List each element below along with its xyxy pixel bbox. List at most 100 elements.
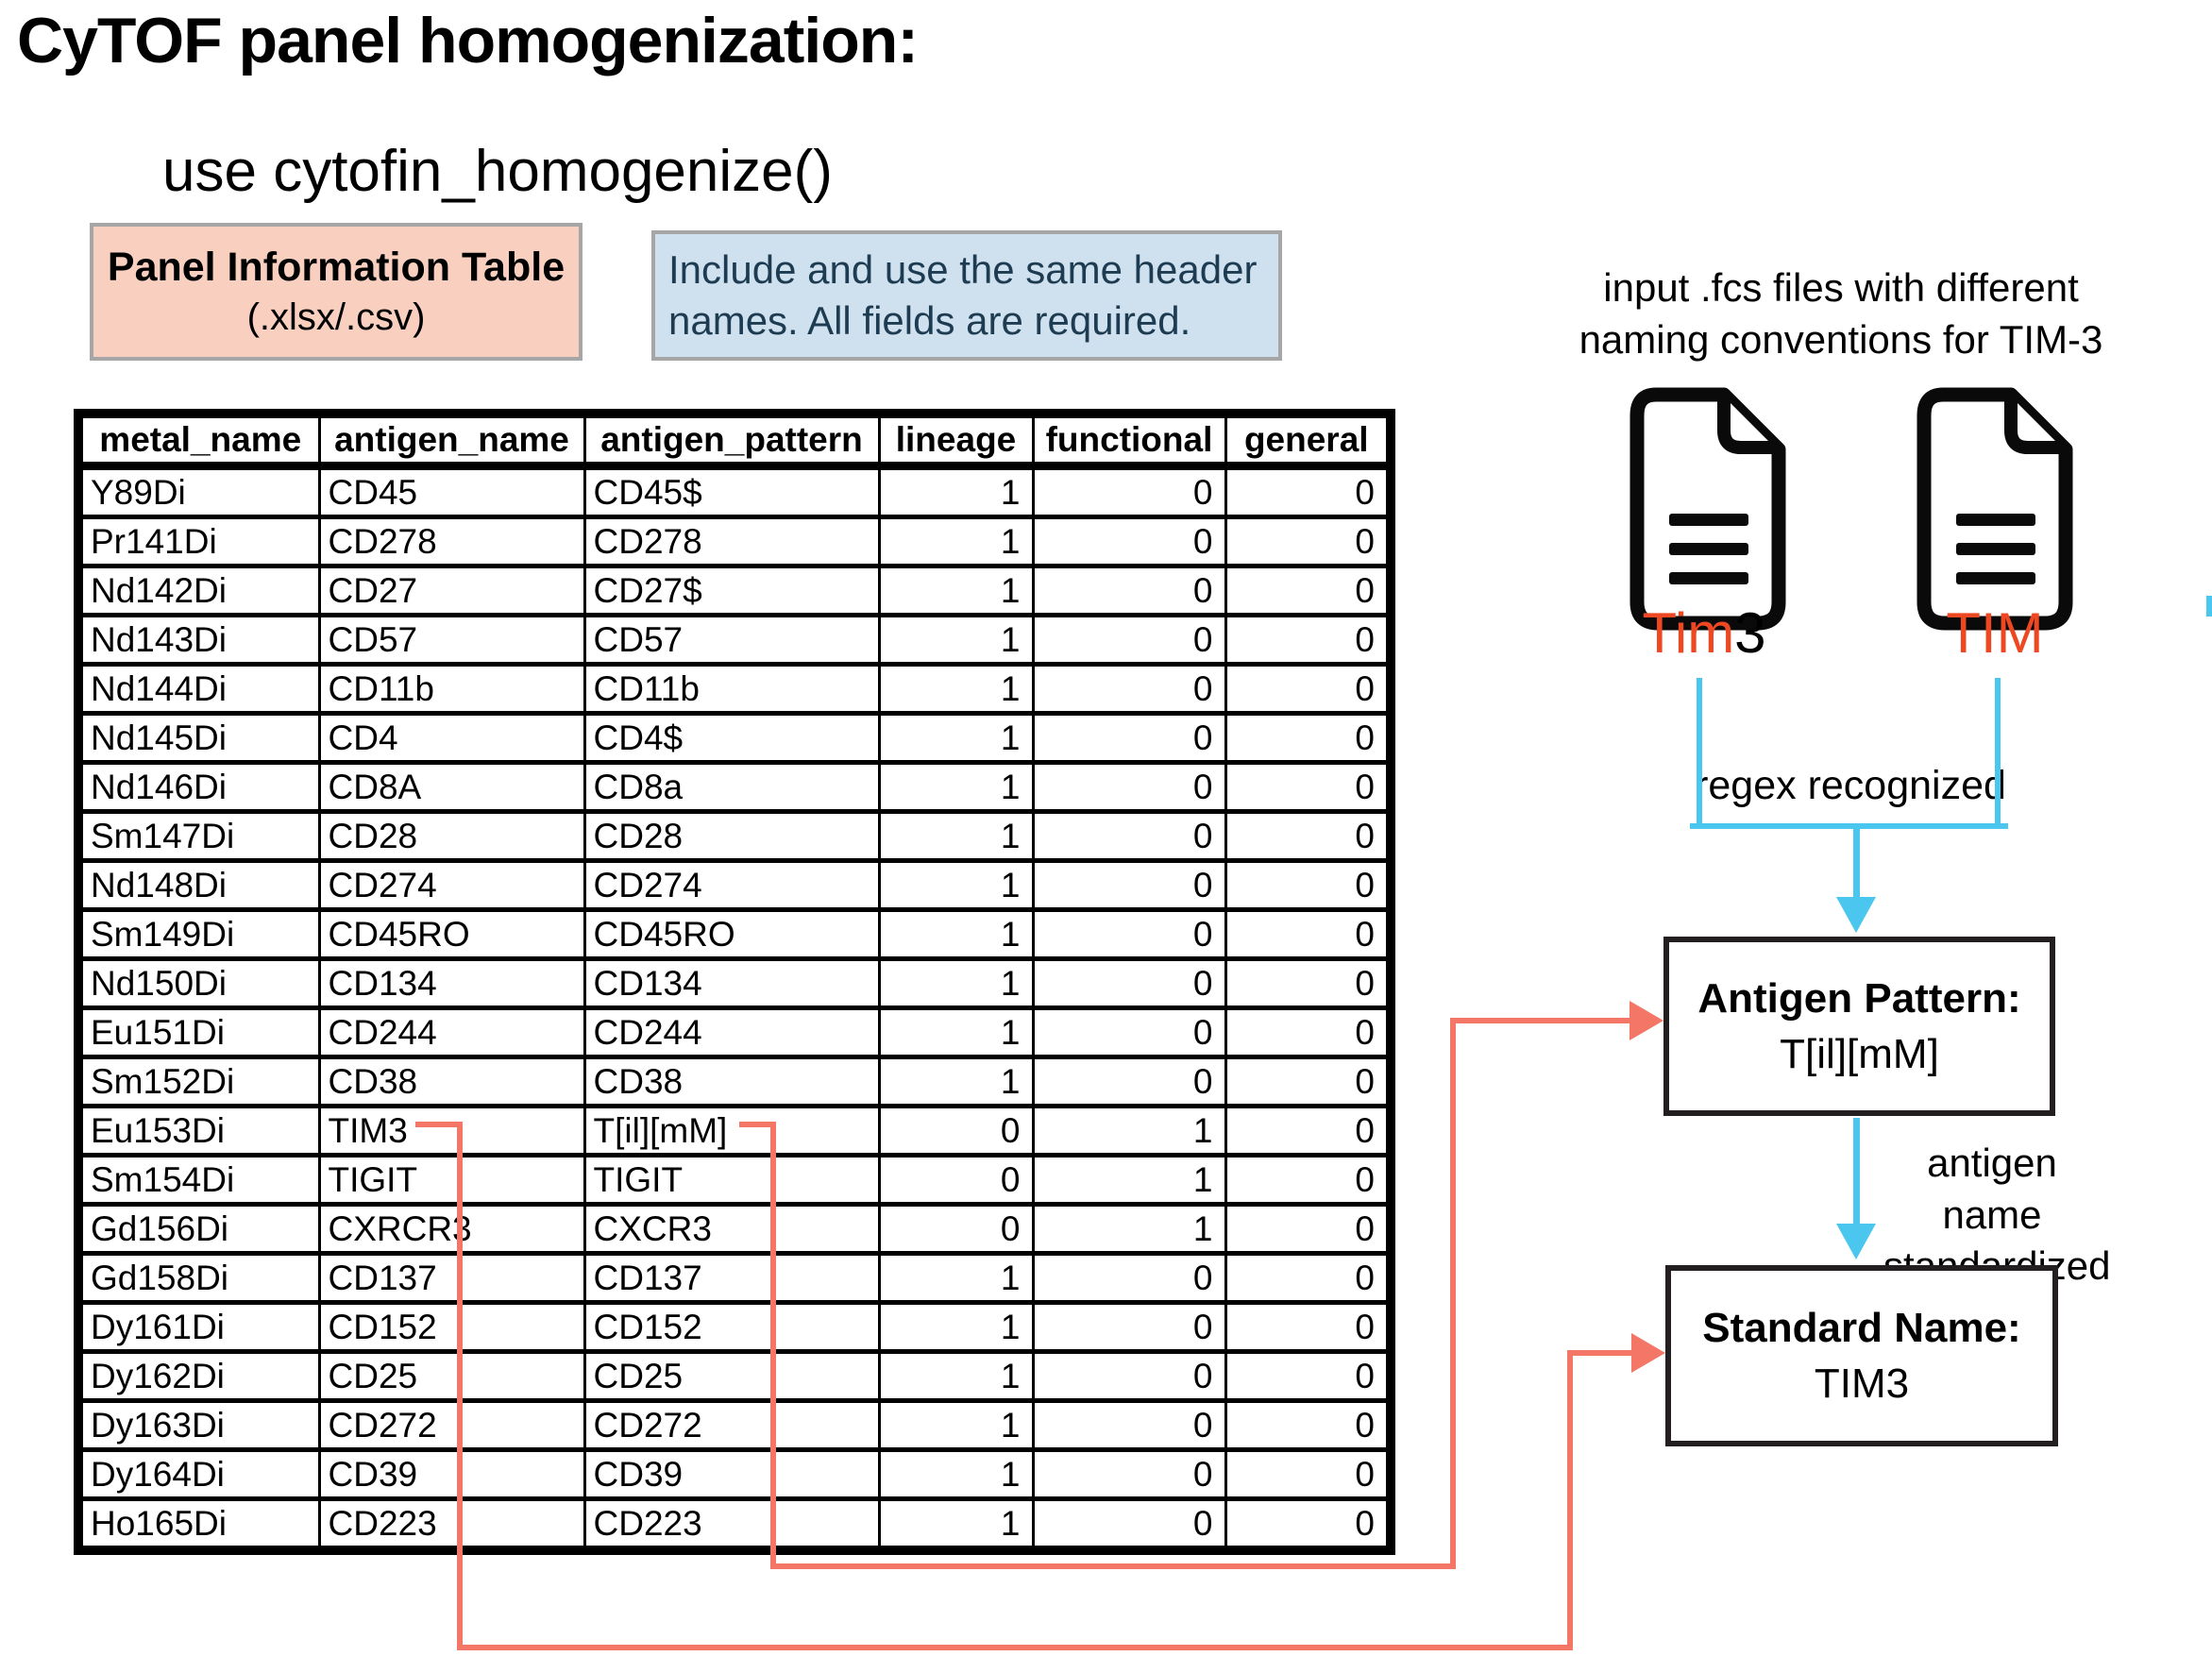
table-cell: 0 — [1224, 564, 1393, 617]
table-cell: Sm149Di — [76, 907, 321, 961]
table-cell: 0 — [877, 1153, 1035, 1207]
table-cell: CD28 — [583, 809, 881, 863]
table-cell: 0 — [1031, 662, 1227, 716]
table-cell: 1 — [877, 464, 1035, 519]
salmon-right-arrow-icon — [1629, 1001, 1663, 1040]
file-label-tim3-black: 3 — [1734, 601, 1766, 665]
table-cell: CD39 — [583, 1447, 881, 1501]
table-cell: 1 — [877, 1300, 1035, 1354]
table-cell: Sm147Di — [76, 809, 321, 863]
table-cell: CD4 — [317, 711, 586, 765]
input-files-caption: input .fcs files with different naming c… — [1579, 265, 2103, 362]
table-cell: TIM3 — [317, 1104, 586, 1158]
table-cell: 0 — [1224, 1447, 1393, 1501]
table-cell: CD134 — [317, 956, 586, 1010]
connector-salmon-name-rise — [1567, 1350, 1573, 1650]
column-header-general: general — [1224, 412, 1393, 470]
table-cell: 0 — [1031, 1447, 1227, 1501]
table-cell: CD274 — [317, 858, 586, 912]
table-cell: T[il][mM] — [583, 1104, 881, 1158]
table-cell: 1 — [877, 1251, 1035, 1305]
table-cell: 0 — [1031, 1055, 1227, 1108]
table-cell: 1 — [877, 809, 1035, 863]
connector-salmon-pattern-stub — [739, 1122, 776, 1127]
connector-cyan-stem-1 — [1853, 829, 1860, 901]
salmon-right-arrow-icon — [1631, 1333, 1665, 1373]
table-cell: CD27 — [317, 564, 586, 617]
table-cell: 0 — [877, 1202, 1035, 1256]
regex-recognized-label: regex recognized — [1695, 763, 2006, 808]
table-cell: CD11b — [583, 662, 881, 716]
table-cell: 0 — [1224, 1398, 1393, 1452]
table-cell: Dy164Di — [76, 1447, 321, 1501]
column-header-functional: functional — [1031, 412, 1227, 470]
column-header-antigen_name: antigen_name — [317, 412, 586, 470]
table-cell: 0 — [1031, 1398, 1227, 1452]
table-cell: 1 — [877, 564, 1035, 617]
table-cell: 0 — [1224, 1202, 1393, 1256]
table-cell: CD274 — [583, 858, 881, 912]
file-label-tim3: Tim3 — [1600, 600, 1808, 666]
table-cell: CD57 — [583, 613, 881, 667]
table-cell: Nd143Di — [76, 613, 321, 667]
table-cell: Ho165Di — [76, 1496, 321, 1553]
table-cell: CD272 — [317, 1398, 586, 1452]
table-cell: CD38 — [317, 1055, 586, 1108]
file-label-tim3-red: Tim — [1642, 601, 1735, 665]
table-cell: Dy161Di — [76, 1300, 321, 1354]
header-note-text: Include and use the same header names. A… — [668, 247, 1258, 343]
table-cell: CD4$ — [583, 711, 881, 765]
antigen-pattern-box-title: Antigen Pattern: — [1697, 974, 2021, 1022]
table-cell: 0 — [1031, 956, 1227, 1010]
table-cell: 1 — [877, 760, 1035, 814]
panel-information-callout: Panel Information Table (.xlsx/.csv) — [90, 223, 583, 361]
antigen-pattern-box-value: T[il][mM] — [1780, 1031, 1939, 1077]
table-cell: 0 — [1224, 1251, 1393, 1305]
table-cell: 1 — [877, 1398, 1035, 1452]
figure-subtitle: use cytofin_homogenize() — [162, 139, 833, 204]
table-cell: 0 — [1224, 1055, 1393, 1108]
table-cell: 1 — [877, 1005, 1035, 1059]
table-cell: 0 — [877, 1104, 1035, 1158]
table-cell: Y89Di — [76, 464, 321, 519]
table-cell: CD272 — [583, 1398, 881, 1452]
table-cell: CD244 — [317, 1005, 586, 1059]
table-cell: 0 — [1224, 711, 1393, 765]
table-cell: 0 — [1224, 1496, 1393, 1553]
table-cell: CD45RO — [317, 907, 586, 961]
table-cell: 1 — [1031, 1153, 1227, 1207]
table-cell: 0 — [1031, 564, 1227, 617]
connector-cyan-left-drop — [1697, 678, 1702, 829]
table-cell: Eu153Di — [76, 1104, 321, 1158]
connector-salmon-pattern-lead — [1450, 1018, 1631, 1023]
standard-name-box-title: Standard Name: — [1702, 1304, 2021, 1351]
table-cell: Nd142Di — [76, 564, 321, 617]
table-cell: CD8a — [583, 760, 881, 814]
table-cell: Sm152Di — [76, 1055, 321, 1108]
table-cell: 1 — [877, 1447, 1035, 1501]
table-cell: CD223 — [583, 1496, 881, 1553]
table-cell: TIGIT — [317, 1153, 586, 1207]
table-cell: 0 — [1224, 1153, 1393, 1207]
edge-artifact-mark — [2206, 596, 2212, 617]
table-cell: 0 — [1224, 907, 1393, 961]
table-cell: Eu151Di — [76, 1005, 321, 1059]
table-cell: 1 — [877, 662, 1035, 716]
table-cell: 0 — [1224, 760, 1393, 814]
table-cell: CD45RO — [583, 907, 881, 961]
table-cell: CD25 — [317, 1349, 586, 1403]
table-cell: 0 — [1224, 613, 1393, 667]
